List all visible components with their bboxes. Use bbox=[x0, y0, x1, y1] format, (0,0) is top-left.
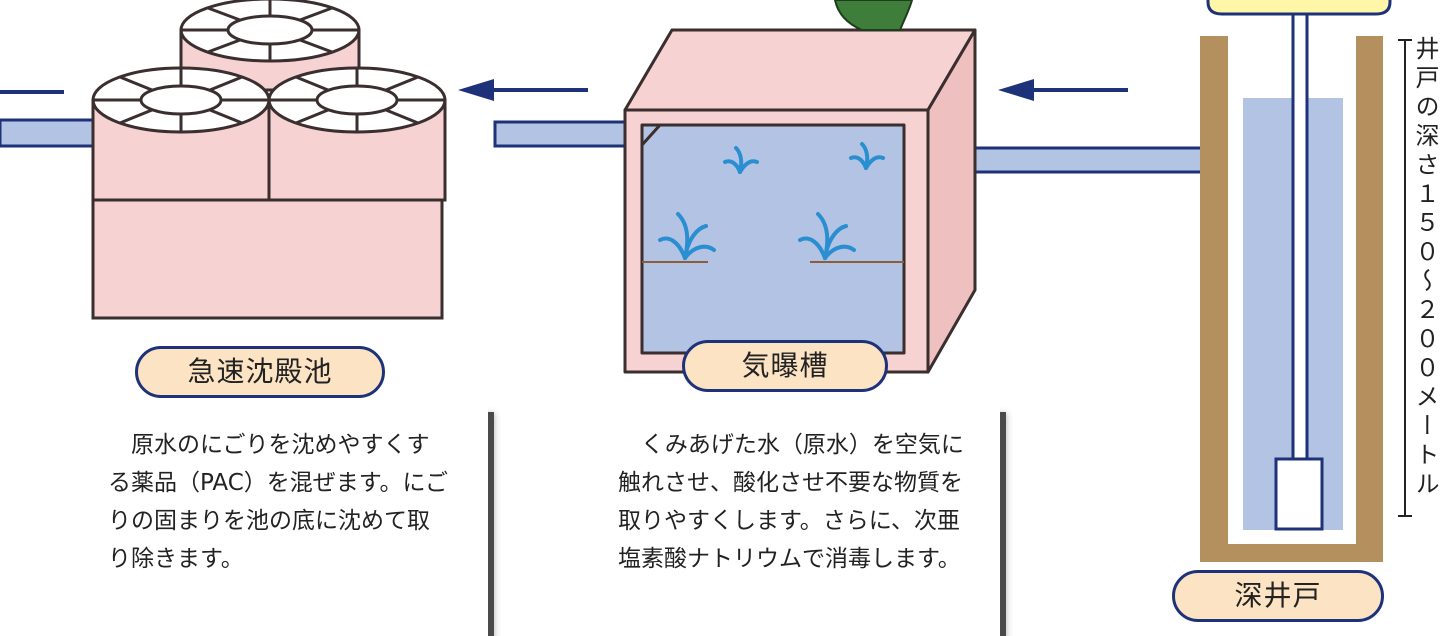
description-card-aeration: くみあげた水（原水）を空気に触れさせ、酸化させ不要な物質を取りやすくします。さら… bbox=[598, 406, 1000, 636]
label-deep-well: 深井戸 bbox=[1172, 570, 1384, 622]
label-rapid-settling-basin: 急速沈殿池 bbox=[135, 346, 385, 398]
water-plants bbox=[658, 142, 885, 260]
pipe-left bbox=[0, 118, 102, 148]
well-depth-label: 井戸の深さ１５０～２００メートル bbox=[1411, 36, 1439, 500]
flow-arrow-right bbox=[998, 79, 1128, 101]
description-rapid-settling: 原水のにごりを沈めやすくする薬品（PAC）を混ぜます。にごりの固まりを池の底に沈… bbox=[108, 432, 449, 572]
description-aeration: くみあげた水（原水）を空気に触れさせ、酸化させ不要な物質を取りやすくします。さら… bbox=[618, 432, 964, 572]
flow-arrow-middle bbox=[458, 79, 588, 101]
plant-leaf bbox=[833, 0, 914, 31]
depth-bracket bbox=[1398, 39, 1412, 517]
pump-label-box bbox=[1206, 0, 1392, 16]
settling-basin-drums bbox=[91, 0, 447, 320]
description-card-rapid-settling: 原水のにごりを沈めやすくする薬品（PAC）を混ぜます。にごりの固まりを池の底に沈… bbox=[70, 406, 488, 636]
pipe-right bbox=[953, 146, 1217, 174]
label-aeration-tank: 気曝槽 bbox=[682, 340, 888, 392]
deep-well bbox=[1200, 0, 1383, 562]
aeration-tank-box bbox=[623, 28, 977, 374]
